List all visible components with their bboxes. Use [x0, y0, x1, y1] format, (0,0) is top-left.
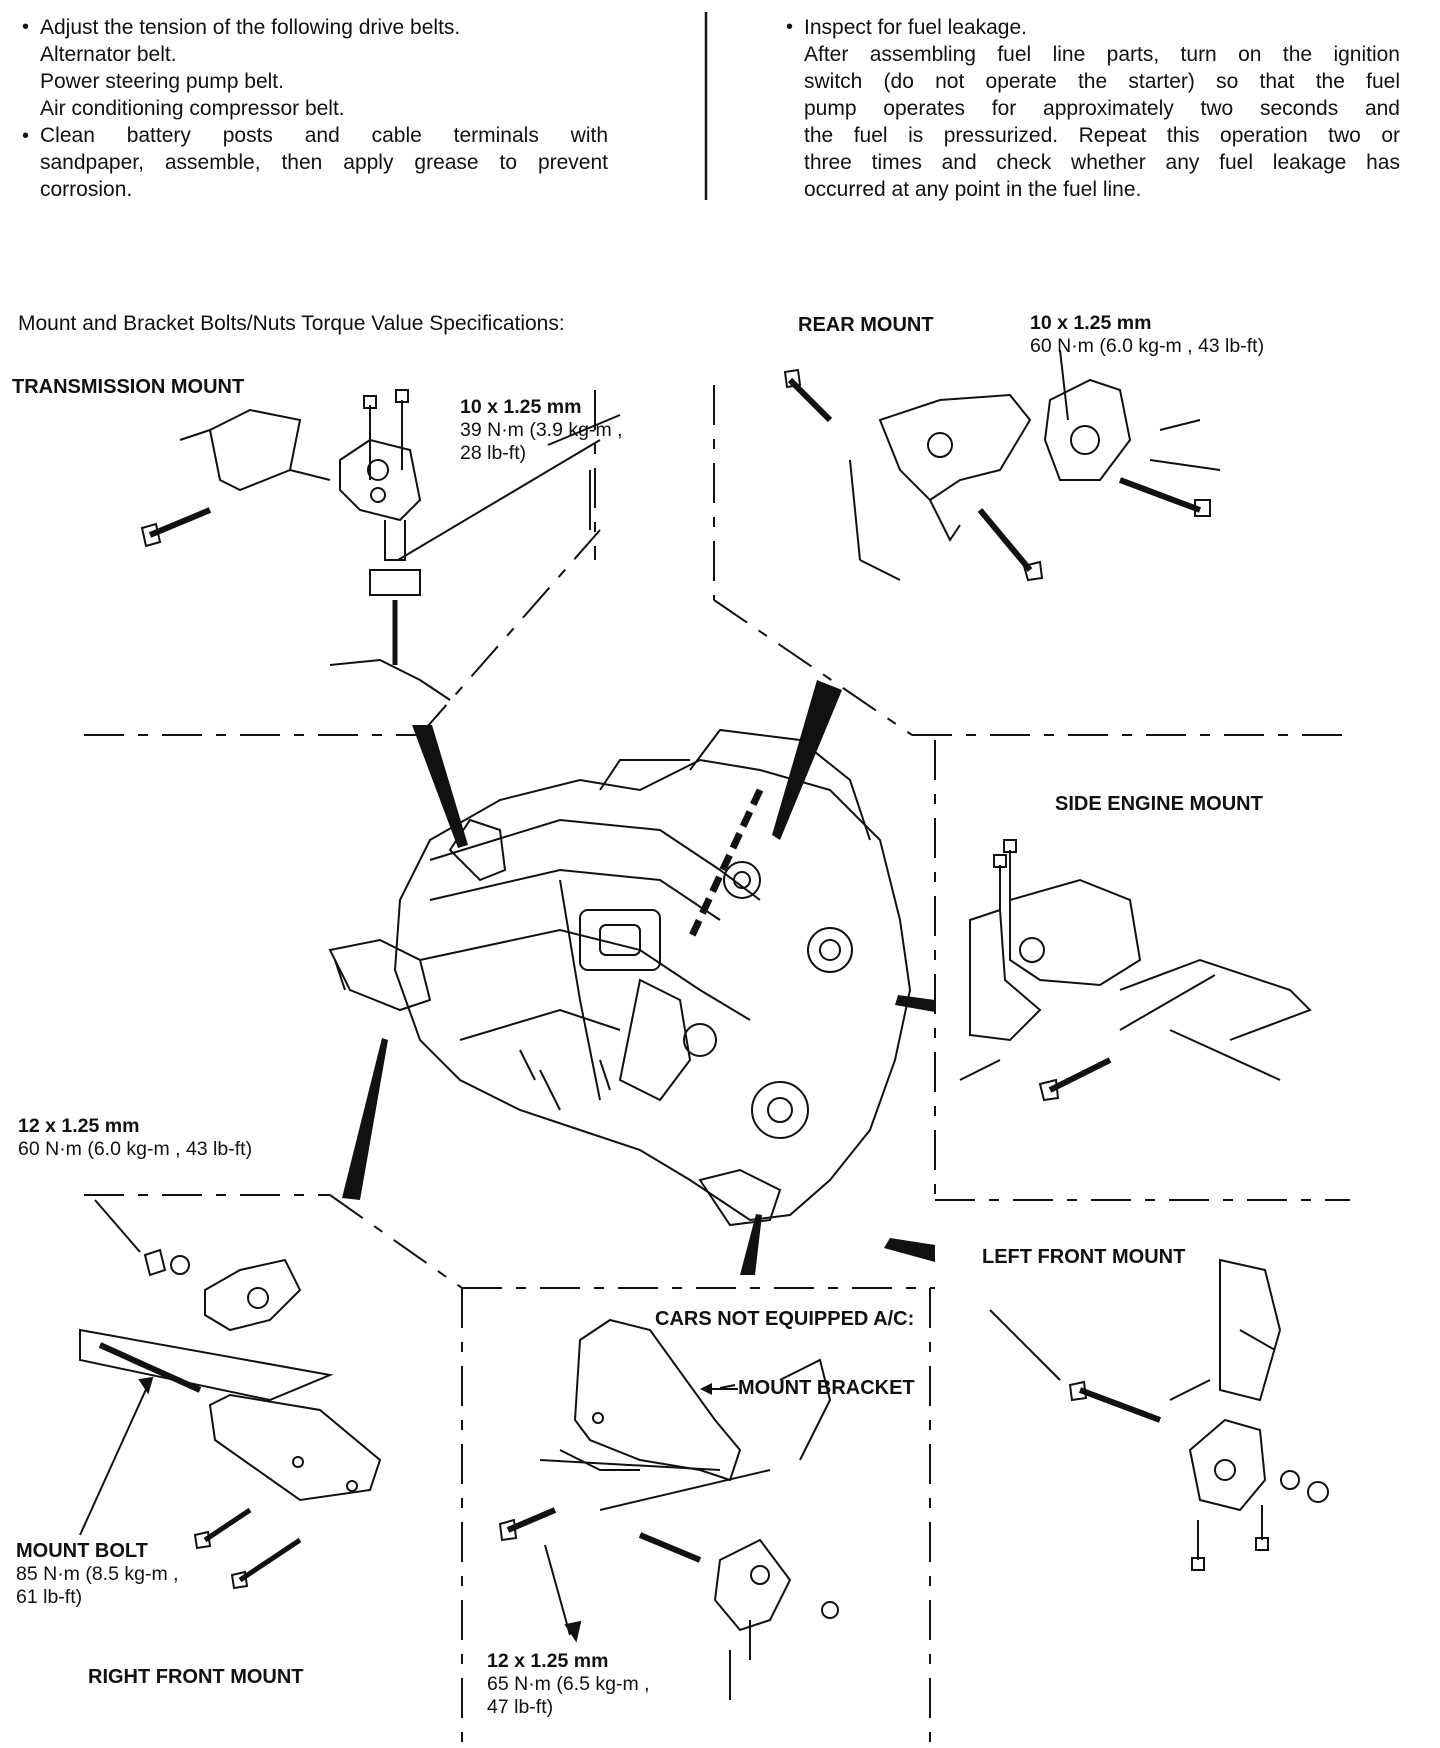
right-front-mount-label: RIGHT FRONT MOUNT: [88, 1666, 304, 1688]
battery-note-line: corrosion.: [40, 178, 133, 201]
torque-line: 65 N·m (6.5 kg-m ,: [487, 1673, 650, 1695]
torque-spec-heading: Mount and Bracket Bolts/Nuts Torque Valu…: [18, 312, 565, 335]
fuel-note-line: the fuel is pressurized. Repeat this ope…: [804, 124, 1400, 147]
belt-item: Alternator belt.: [40, 43, 177, 66]
rear-mount-pointer: [686, 788, 764, 942]
bullet-glyph: •: [786, 16, 794, 38]
cars-not-ac-label: CARS NOT EQUIPPED A/C:: [655, 1308, 915, 1330]
cars-not-ac-spec: 12 x 1.25 mm 65 N·m (6.5 kg-m , 47 lb-ft…: [487, 1650, 650, 1719]
belt-item: Air conditioning compressor belt.: [40, 97, 345, 120]
fuel-note-line: After assembling fuel line parts, turn o…: [804, 43, 1400, 66]
torque-line: 47 lb-ft): [487, 1696, 554, 1718]
bolt-size: 12 x 1.25 mm: [18, 1115, 140, 1137]
rear-mount-drawing: [783, 349, 1221, 582]
torque-line: 60 N·m (6.0 kg-m , 43 lb-ft): [1030, 335, 1265, 357]
torque-line: 85 N·m (8.5 kg-m ,: [16, 1563, 179, 1585]
torque-line: 39 N·m (3.9 kg-m ,: [460, 419, 623, 441]
mount-bolt-label: MOUNT BOLT: [16, 1540, 148, 1562]
fuel-note-line: pump operates for approximately two seco…: [804, 97, 1400, 120]
engine-block-drawing: [328, 728, 912, 1227]
rear-mount-label: REAR MOUNT: [798, 314, 934, 336]
mount-bracket-drawing: [498, 1318, 839, 1700]
fuel-note-line: switch (do not operate the starter) so t…: [804, 70, 1400, 93]
left-front-mount-label: LEFT FRONT MOUNT: [982, 1246, 1186, 1268]
bolt-size: 10 x 1.25 mm: [460, 396, 582, 418]
battery-note-line: Clean battery posts and cable terminals …: [40, 124, 608, 147]
fuel-leak-note: Inspect for fuel leakage.: [804, 16, 1027, 39]
pointer-wedges: [342, 680, 935, 1275]
bullet-glyph: •: [22, 125, 30, 147]
side-engine-mount-label: SIDE ENGINE MOUNT: [1055, 793, 1263, 815]
rear-mount-spec: 10 x 1.25 mm 60 N·m (6.0 kg-m , 43 lb-ft…: [1030, 312, 1264, 358]
bullet-glyph: •: [22, 16, 30, 38]
battery-note-line: sandpaper, assemble, then apply grease t…: [40, 151, 608, 174]
right-front-mount-drawing: [79, 1199, 382, 1590]
mount-bolt-spec: MOUNT BOLT 85 N·m (8.5 kg-m , 61 lb-ft): [16, 1540, 179, 1609]
transmission-mount-drawing: [140, 389, 621, 701]
torque-line: 28 lb-ft): [460, 442, 527, 464]
mount-bracket-label: MOUNT BRACKET: [738, 1377, 915, 1399]
bolt-size: 12 x 1.25 mm: [487, 1650, 609, 1672]
fuel-note-line: occurred at any point in the fuel line.: [804, 178, 1142, 201]
bolt-size: 10 x 1.25 mm: [1030, 312, 1152, 334]
mount-bracket-arrow-icon: [700, 1383, 738, 1395]
left-front-mount-drawing: [989, 1258, 1329, 1571]
panel-boundaries: [84, 385, 1350, 1745]
belt-item: Power steering pump belt.: [40, 70, 284, 93]
transmission-mount-label: TRANSMISSION MOUNT: [12, 376, 245, 398]
fuel-note-line: three times and check whether any fuel l…: [804, 151, 1400, 174]
belt-tension-note: Adjust the tension of the following driv…: [40, 16, 461, 39]
torque-line: 60 N·m (6.0 kg-m , 43 lb-ft): [18, 1138, 253, 1160]
side-engine-mount-drawing: [959, 839, 1312, 1102]
transmission-mount-spec: 10 x 1.25 mm 39 N·m (3.9 kg-m , 28 lb-ft…: [460, 396, 623, 465]
right-front-mount-spec: 12 x 1.25 mm 60 N·m (6.0 kg-m , 43 lb-ft…: [18, 1115, 252, 1161]
torque-line: 61 lb-ft): [16, 1586, 83, 1608]
